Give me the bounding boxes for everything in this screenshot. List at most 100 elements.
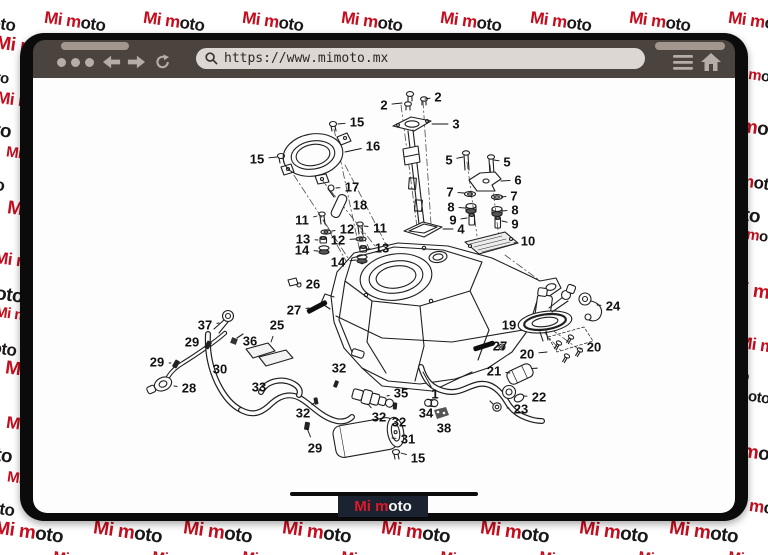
bolt-11a [318,211,326,225]
callout-number-11: 11 [295,213,309,228]
bolt-2a [405,91,415,102]
callout-number-12: 12 [331,233,345,248]
callout-number-25: 25 [270,318,284,333]
site-logo-light-text: oto [388,498,412,515]
bracket-fasteners [461,150,519,255]
device-frame: 2231516151718556778899410111211131214131… [20,33,748,521]
callout-number-1: 1 [431,387,438,402]
footer-divider-line [290,492,478,496]
breather-37 [213,309,235,334]
fuel-gauge-column [392,91,443,238]
fuel-pump-19 [517,283,577,342]
clip-32b [313,397,319,405]
hamburger-menu-icon[interactable] [673,55,693,70]
pump-screws-20 [547,326,594,364]
callout-number-5: 5 [503,155,510,170]
callout-number-27: 27 [493,339,507,354]
bracket-38 [434,407,449,419]
callout-number-21: 21 [487,364,501,379]
callout-number-9: 9 [511,217,518,232]
window-dot-3[interactable] [85,58,94,67]
callout-leader-line [422,371,432,388]
watermark-word: Mi moto [538,548,594,555]
site-logo-red-text: Mi m [354,498,389,515]
grommet-8a [465,203,477,214]
callout-number-20: 20 [520,347,534,362]
callout-leader-line [400,452,407,456]
watermark-word: Mi moto [0,517,65,548]
browser-toolbar [33,40,735,78]
left-small-parts [213,277,495,367]
forward-arrow-icon[interactable] [127,55,145,69]
address-bar[interactable] [196,48,645,69]
window-dot-2[interactable] [71,58,80,67]
bolt-2c [420,96,428,106]
callout-leader-line [424,97,431,100]
callout-leader-line [501,220,508,223]
watermark-word: Mi moto [91,517,164,548]
callout-leader-line [363,225,369,227]
spacer-9a [468,213,476,226]
callout-number-15: 15 [411,451,425,466]
callout-leader-line [313,215,318,218]
callout-number-5: 5 [445,153,452,168]
parts-diagram: 2231516151718556778899410111211131214131… [146,90,621,466]
callout-number-33: 33 [252,380,266,395]
watermark-word: Mi moto [0,0,40,3]
heat-shield-10 [464,231,519,255]
bolt-11b [356,221,364,235]
callout-number-15: 15 [250,152,264,167]
washer-7a [463,191,477,197]
callout-leader-line [456,156,464,159]
bolt-15a [328,120,338,132]
refresh-icon[interactable] [155,54,171,70]
callout-leader-line [386,395,390,397]
float-arm-24 [578,292,603,322]
spacer-9b [494,216,502,229]
watermark-word: Mi moto [0,8,17,36]
bolt-2b [404,101,412,111]
window-dot-1[interactable] [57,58,66,67]
watermark-word: Mi moto [727,8,768,36]
valve-28 [146,376,173,395]
clip-26 [287,277,302,288]
bolt-15c [391,448,401,460]
callout-leader-line [367,403,372,409]
callout-number-32: 32 [332,361,346,376]
callout-number-34: 34 [419,406,434,421]
grommet-14a [318,245,330,255]
callout-number-3: 3 [452,117,459,132]
watermark-word: Mi moto [379,517,452,548]
watermark-word: Mi moto [0,172,6,196]
watermark-word: Mi moto [340,548,396,555]
callout-number-22: 22 [532,390,546,405]
pin-18 [330,193,348,219]
callout-number-18: 18 [353,198,367,213]
watermark-word: Mi moto [142,8,206,36]
clip-32d [392,402,398,410]
callout-number-32: 32 [372,410,386,425]
watermark-word: Mi moto [478,517,551,548]
watermark-word: Mi moto [668,0,724,3]
camera-notch-pill [61,42,129,50]
callout-number-11: 11 [373,221,387,236]
clamp-34 [424,398,439,408]
callout-number-4: 4 [457,222,465,237]
rubber-strip-27a [306,300,328,314]
callout-number-38: 38 [437,421,451,436]
watermark-word: Mi moto [0,118,13,143]
home-icon[interactable] [701,53,721,71]
callout-number-7: 7 [510,189,517,204]
pump-35 [351,388,395,408]
nut-13a [319,236,328,244]
url-input[interactable] [224,51,624,66]
callout-number-8: 8 [447,200,454,215]
callout-number-36: 36 [243,334,257,349]
back-arrow-icon[interactable] [103,55,121,69]
callout-number-14: 14 [331,255,346,270]
watermark-word: Mi moto [241,548,297,555]
callout-number-14: 14 [295,243,310,258]
callout-leader-line [337,122,346,125]
clip-29c [304,421,310,431]
